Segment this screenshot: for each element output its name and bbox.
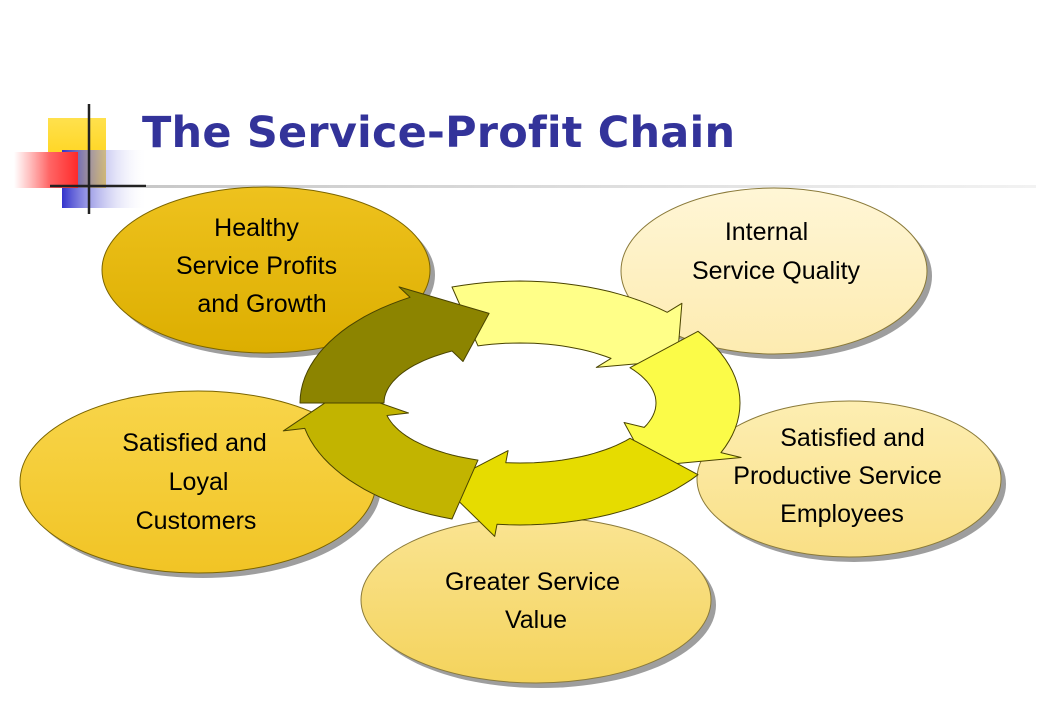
node-customers-line-3: Customers xyxy=(136,507,257,535)
node-healthy-line-1: Healthy xyxy=(214,214,299,242)
node-employees-line-2: Productive Service xyxy=(733,462,941,490)
title-logo xyxy=(14,104,1036,214)
title-underline xyxy=(146,185,1036,188)
node-healthy-line-2: Service Profits xyxy=(176,252,337,280)
node-internal-service-quality: Internal Service Quality xyxy=(620,187,932,359)
node-value-line-2: Value xyxy=(505,606,567,634)
node-customers-label: Satisfied and Loyal Customers xyxy=(122,429,274,535)
node-employees-line-3: Employees xyxy=(780,500,904,528)
slide-title: The Service-Profit Chain xyxy=(142,108,736,158)
node-customers-line-2: Loyal xyxy=(169,468,229,496)
cycle-ring xyxy=(282,280,742,537)
node-employees-line-1: Satisfied and xyxy=(780,424,925,452)
node-employees-label: Satisfied and Productive Service Employe… xyxy=(733,424,948,528)
node-value-line-1: Greater Service xyxy=(445,568,620,596)
ring-arrow-to-healthy xyxy=(299,286,490,404)
node-healthy-label: Healthy Service Profits and Growth xyxy=(176,214,344,318)
node-satisfied-customers: Satisfied and Loyal Customers xyxy=(19,390,381,578)
node-value-label: Greater Service Value xyxy=(445,568,627,634)
node-internal-label: Internal Service Quality xyxy=(692,218,861,285)
node-healthy-line-3: and Growth xyxy=(197,290,326,318)
node-satisfied-employees: Satisfied and Productive Service Employe… xyxy=(696,400,1006,562)
node-customers-line-1: Satisfied and xyxy=(122,429,267,457)
logo-red-bar xyxy=(14,152,78,188)
node-healthy-profits: Healthy Service Profits and Growth xyxy=(101,186,435,358)
node-greater-service-value: Greater Service Value xyxy=(360,516,716,688)
node-internal-line-2: Service Quality xyxy=(692,257,861,285)
node-internal-line-1: Internal xyxy=(725,218,808,246)
